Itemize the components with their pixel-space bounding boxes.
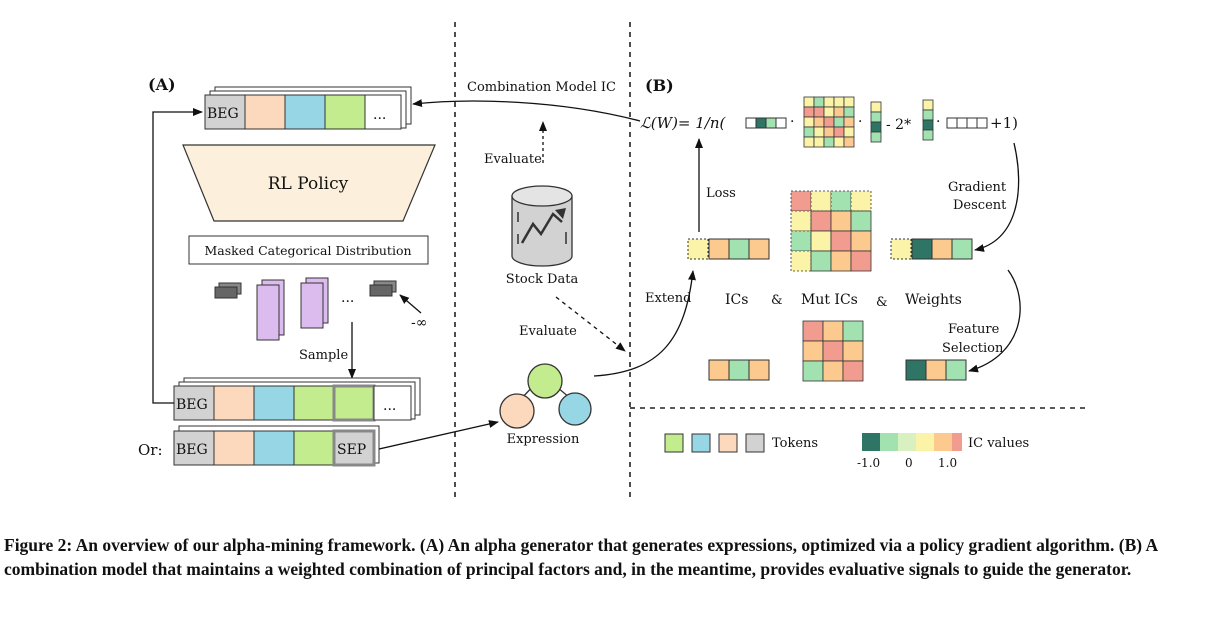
rl-policy-block <box>182 144 436 222</box>
selected-ics-vector <box>708 359 770 381</box>
tokens-legend-label: Tokens <box>772 436 818 451</box>
loss-row-vector-1 <box>745 117 787 129</box>
amp-1: & <box>771 293 783 308</box>
sample-label: Sample <box>299 348 348 363</box>
ic-tick-neg: -1.0 <box>857 456 880 470</box>
loss-row-vector-2 <box>946 117 988 129</box>
amp-2: & <box>876 295 888 310</box>
plus-one: +1) <box>990 114 1018 132</box>
stock-data-icon <box>511 185 573 267</box>
expression-label: Expression <box>507 432 580 447</box>
selected-mut-ics-matrix <box>802 320 864 382</box>
loss-formula-lhs: ℒ(W)= 1/n( <box>640 114 727 132</box>
combination-ic-label: Combination Model IC <box>467 80 616 95</box>
top-token-beg: BEG <box>207 106 239 122</box>
loss-column-vector-1 <box>870 101 882 143</box>
distribution-dots: ... <box>341 290 354 306</box>
panel-b-label: (B) <box>645 76 674 95</box>
framework-diagram: (A) BEG ... RL Policy Masked Categorical… <box>138 22 1090 500</box>
token-distribution: ... -∞ <box>214 277 427 341</box>
ic-tick-pos: 1.0 <box>938 456 957 470</box>
bottom-token-beg: BEG <box>176 397 208 413</box>
ic-feedback-arrow <box>412 99 641 122</box>
expression-tree <box>499 363 592 429</box>
figure-caption: Figure 2: An overview of our alpha-minin… <box>4 535 1158 579</box>
sep-token-beg: BEG <box>176 442 208 458</box>
feature-label-2: Selection <box>942 341 1004 356</box>
loss-label: Loss <box>706 186 736 201</box>
dot-op-2: · <box>858 114 862 130</box>
neg-inf-label: -∞ <box>411 315 427 331</box>
gradient-label-2: Descent <box>953 198 1007 213</box>
top-token-sequence: BEG ... <box>204 86 412 130</box>
dot-op-3: · <box>936 114 940 130</box>
extend-arrow <box>593 270 696 377</box>
stock-data-label: Stock Data <box>506 272 579 287</box>
weights-label: Weights <box>905 292 962 308</box>
evaluate-bottom-label: Evaluate <box>519 324 577 339</box>
masked-distribution-box <box>188 235 429 265</box>
sep-token-sep: SEP <box>337 442 366 458</box>
gradient-descent-arrow <box>974 142 1020 252</box>
loss-matrix <box>803 96 855 148</box>
gradient-label-1: Gradient <box>948 180 1007 195</box>
selected-weights-vector <box>905 359 967 381</box>
masked-distribution-label: Masked Categorical Distribution <box>204 243 411 258</box>
extend-label: Extend <box>645 291 691 306</box>
rl-policy-label: RL Policy <box>268 174 349 194</box>
feature-selection-arrow <box>968 269 1021 373</box>
ics-vector <box>687 238 770 260</box>
dot-op-1: · <box>790 114 794 130</box>
bottom-token-sequence: BEG ... <box>173 377 421 422</box>
ic-values-colorbar <box>862 433 962 451</box>
ics-label: ICs <box>725 292 748 308</box>
ic-tick-zero: 0 <box>905 456 913 470</box>
mut-ics-matrix <box>790 190 872 272</box>
mut-ics-label: Mut ICs <box>801 292 858 308</box>
bottom-token-more: ... <box>383 398 396 414</box>
tokens-legend <box>664 433 765 453</box>
minus-two-op: - 2* <box>886 117 911 133</box>
ic-values-label: IC values <box>968 436 1029 451</box>
evaluate-top-label: Evaluate <box>484 152 542 167</box>
panel-a-label: (A) <box>148 75 176 94</box>
feature-label-1: Feature <box>948 322 1000 337</box>
top-token-more: ... <box>373 107 386 123</box>
or-label: Or: <box>138 441 163 459</box>
loss-column-vector-2 <box>922 99 934 141</box>
weights-vector <box>890 238 973 260</box>
feedback-loop-arrow <box>152 108 203 404</box>
sep-token-sequence: BEG SEP <box>173 425 380 467</box>
